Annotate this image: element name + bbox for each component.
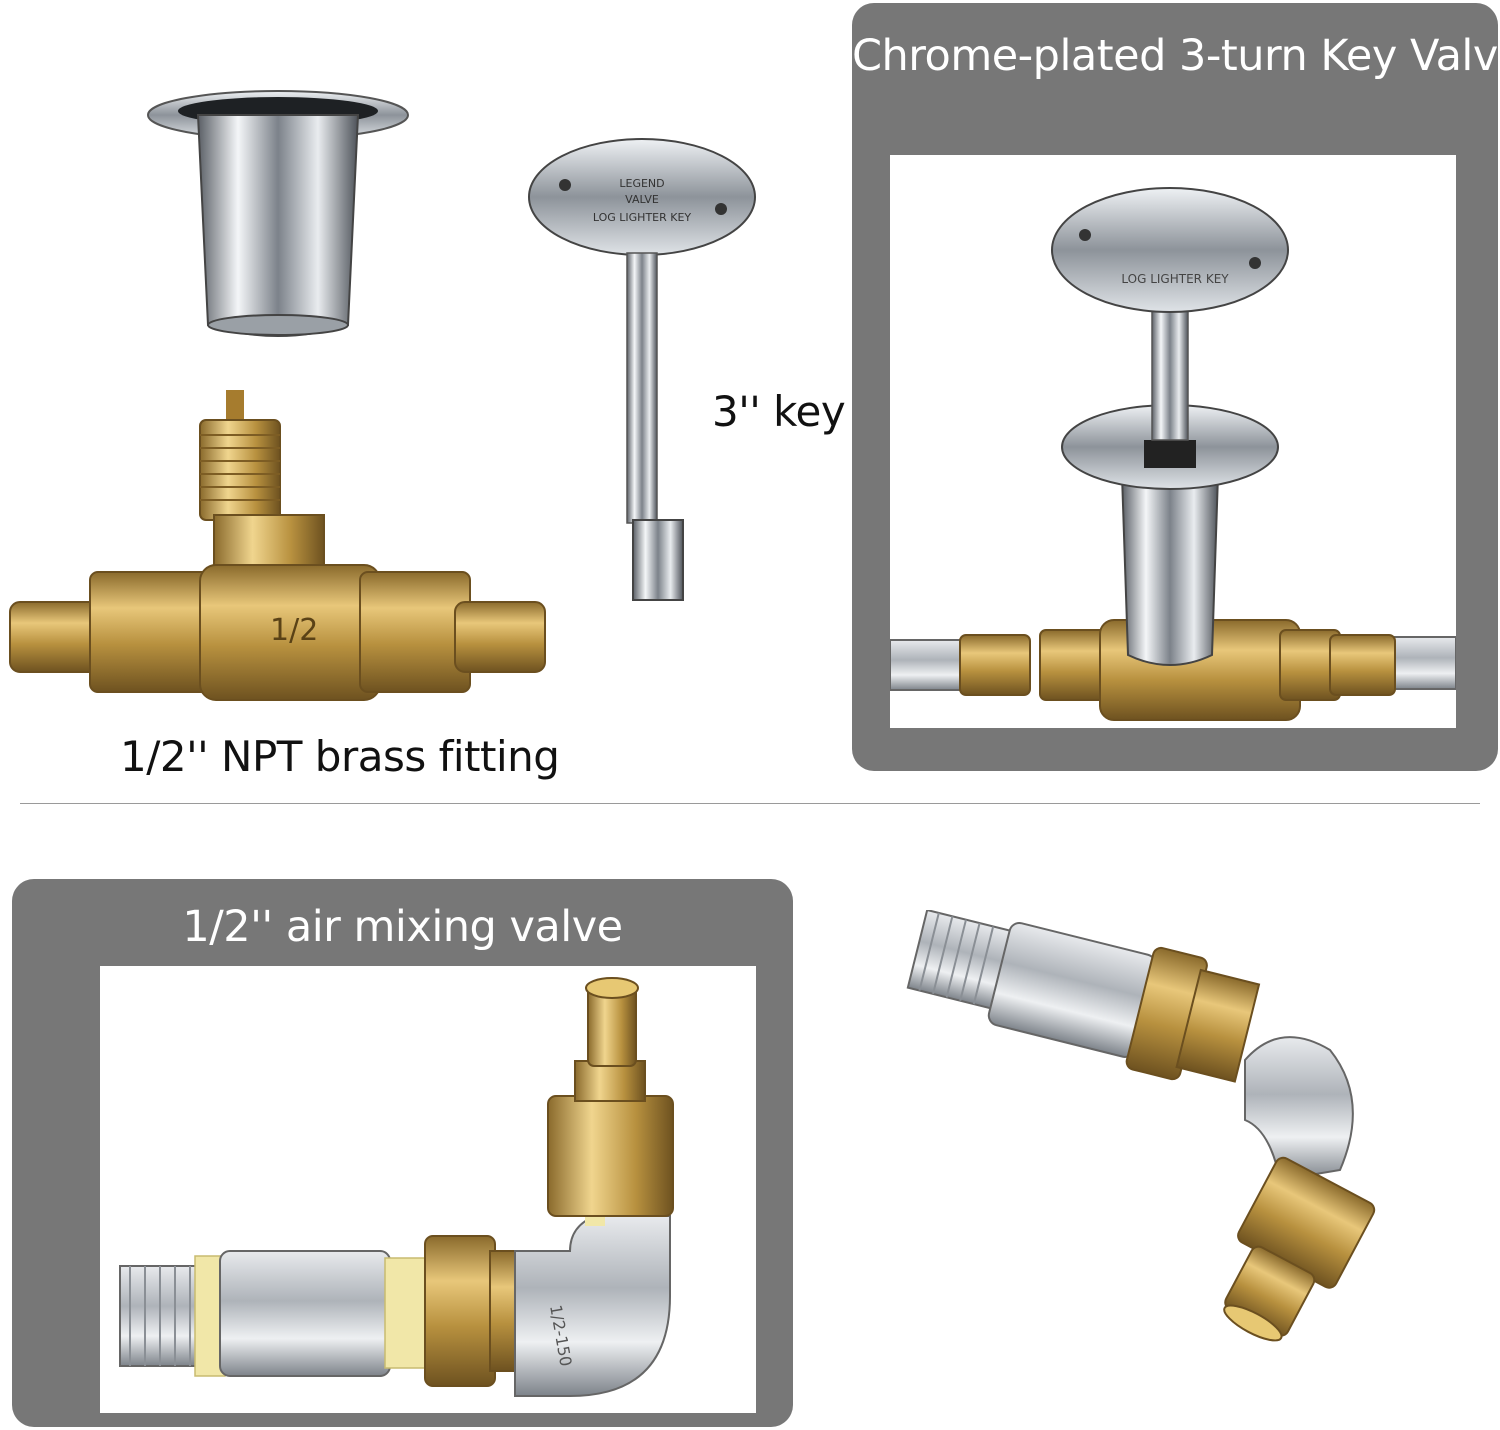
key-plate-line-1: LEGEND — [619, 177, 664, 190]
key-label: 3'' key — [712, 387, 846, 436]
flange-cup-photo — [147, 90, 409, 337]
installed-key-engraving: LOG LIGHTER KEY — [1121, 272, 1229, 286]
key-photo: LEGEND VALVE LOG LIGHTER KEY — [528, 138, 756, 601]
key-plate-line-2: VALVE — [625, 193, 659, 206]
fitting-label: 1/2'' NPT brass fitting — [120, 732, 560, 781]
air-mixing-panel-title: 1/2'' air mixing valve — [182, 902, 623, 952]
valve-body-engraving: 1/2 — [270, 613, 318, 648]
air-mixing-panel: 1/2'' air mixing valve 1/2-150 — [12, 879, 793, 1427]
key-valve-panel: Chrome-plated 3-turn Key Valve LOG LIGHT… — [852, 3, 1500, 771]
key-valve-panel-title: Chrome-plated 3-turn Key Valve — [852, 31, 1500, 81]
air-mixing-photo: 1/2-150 — [100, 966, 756, 1413]
key-valve-photo: LOG LIGHTER KEY — [890, 155, 1456, 728]
section-divider — [20, 803, 1480, 804]
brass-fitting-photo: 1/2 — [9, 390, 546, 701]
angled-air-mixer-photo — [906, 910, 1376, 1342]
key-plate-line-3: LOG LIGHTER KEY — [593, 211, 692, 224]
